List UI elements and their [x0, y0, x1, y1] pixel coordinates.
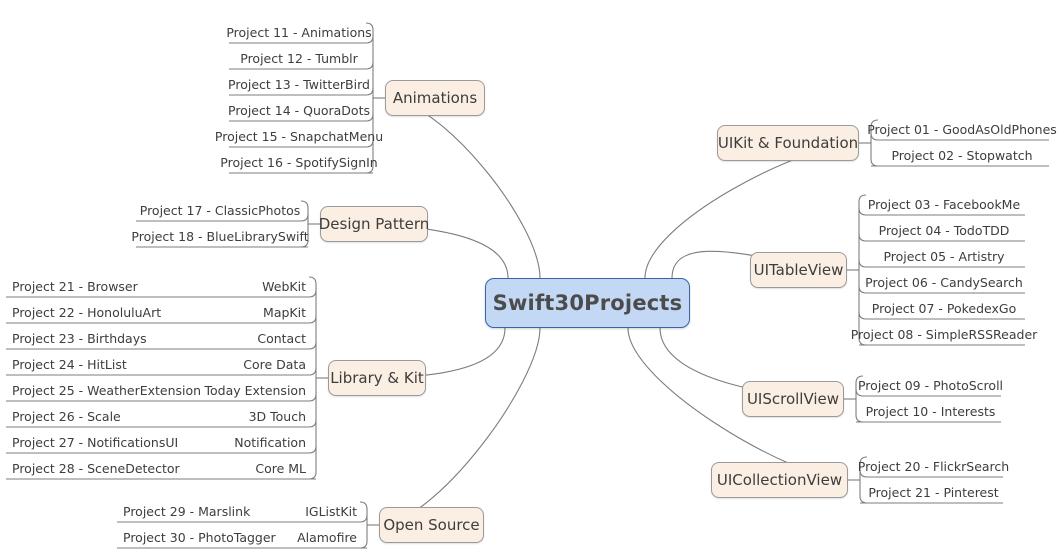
leaf-node[interactable]: Project 07 - PokedexGo [859, 296, 1025, 322]
leaf-framework-name: Core Data [243, 357, 306, 372]
branch-node-label: Design Pattern [318, 215, 430, 233]
leaf-project-name: Project 04 - TodoTDD [878, 223, 1010, 238]
leaf-node[interactable]: Project 04 - TodoTDD [859, 218, 1025, 244]
leaf-framework-name: WebKit [262, 279, 306, 294]
leaf-project-name: Project 09 - PhotoScroll [857, 378, 1004, 393]
leaf-node[interactable]: Project 08 - SimpleRSSReader [851, 322, 1038, 348]
leaf-node[interactable]: Project 17 - ClassicPhotos [136, 198, 308, 224]
leaf-framework-name: Core ML [255, 461, 306, 476]
leaf-node[interactable]: Project 14 - QuoraDots [228, 98, 373, 124]
leaf-node[interactable]: Project 21 - Pinterest [860, 480, 1003, 506]
leaf-project-name: Project 22 - HonoluluArt [12, 305, 162, 320]
branch-node-label: UITableView [753, 261, 844, 279]
branch-node-open-source[interactable]: Open Source [379, 507, 484, 543]
leaf-project-name: Project 24 - HitList [12, 357, 127, 372]
branch-node-label: UICollectionView [716, 471, 843, 489]
leaf-project-name: Project 10 - Interests [865, 404, 996, 419]
branch-node-animations[interactable]: Animations [385, 80, 485, 116]
leaf-node[interactable]: Project 21 - Browser WebKit [6, 274, 316, 300]
leaf-node[interactable]: Project 13 - TwitterBird [228, 72, 373, 98]
branch-node-design-pattern[interactable]: Design Pattern [318, 206, 430, 242]
leaf-node[interactable]: Project 02 - Stopwatch [871, 143, 1049, 169]
leaf-framework-name: IGListKit [305, 504, 357, 519]
center-node-label: Swift30Projects [492, 291, 683, 315]
leaf-node[interactable]: Project 05 - Artistry [859, 244, 1025, 270]
leaf-project-name: Project 12 - Tumblr [240, 51, 358, 66]
leaf-project-name: Project 07 - PokedexGo [871, 301, 1017, 316]
branch-node-library-and-kit[interactable]: Library & Kit [328, 360, 426, 396]
leaf-node[interactable]: Project 24 - HitList Core Data [6, 352, 316, 378]
leaf-node[interactable]: Project 03 - FacebookMe [859, 192, 1025, 218]
branch-node-uikit-and-foundation[interactable]: UIKit & Foundation [717, 125, 859, 161]
leaf-project-name: Project 13 - TwitterBird [228, 77, 370, 92]
leaf-project-name: Project 28 - SceneDetector [12, 461, 180, 476]
center-node[interactable]: Swift30Projects [485, 278, 690, 328]
branch-node-uitableview[interactable]: UITableView [750, 252, 847, 288]
leaf-framework-name: Alamofire [297, 530, 357, 545]
leaf-framework-name: MapKit [263, 305, 306, 320]
leaf-node[interactable]: Project 09 - PhotoScroll [856, 373, 1004, 399]
branch-node-label: Library & Kit [330, 369, 424, 387]
leaf-node[interactable]: Project 27 - NotificationsUI Notification [6, 430, 316, 456]
leaf-project-name: Project 21 - Browser [12, 279, 138, 294]
leaf-framework-name: Today Extension [204, 383, 307, 398]
leaf-node[interactable]: Project 20 - FlickrSearch [858, 454, 1009, 480]
leaf-project-name: Project 05 - Artistry [883, 249, 1005, 264]
leaf-project-name: Project 23 - Birthdays [12, 331, 147, 346]
leaf-node[interactable]: Project 16 - SpotifySignIn [220, 150, 377, 176]
branch-node-label: UIKit & Foundation [717, 134, 859, 152]
leaf-framework-name: Notification [234, 435, 306, 450]
leaf-project-name: Project 30 - PhotoTagger [123, 530, 276, 545]
leaf-project-name: Project 25 - WeatherExtension [12, 383, 202, 398]
branch-node-label: Animations [392, 89, 478, 107]
leaf-project-name: Project 08 - SimpleRSSReader [850, 327, 1038, 342]
leaf-project-name: Project 01 - GoodAsOldPhones [867, 122, 1057, 137]
leaf-node[interactable]: Project 18 - BlueLibrarySwift [131, 224, 308, 250]
leaf-framework-name: Contact [257, 331, 306, 346]
branch-node-uicollectionview[interactable]: UICollectionView [711, 462, 848, 498]
leaf-project-name: Project 02 - Stopwatch [891, 148, 1033, 163]
leaf-node[interactable]: Project 29 - Marslink IGListKit [117, 499, 367, 525]
leaf-project-name: Project 16 - SpotifySignIn [220, 155, 378, 170]
leaf-node[interactable]: Project 26 - Scale 3D Touch [6, 404, 316, 430]
leaf-project-name: Project 27 - NotificationsUI [12, 435, 179, 450]
leaf-project-name: Project 29 - Marslink [123, 504, 251, 519]
leaf-project-name: Project 03 - FacebookMe [867, 197, 1021, 212]
leaf-project-name: Project 06 - CandySearch [865, 275, 1023, 290]
leaf-project-name: Project 26 - Scale [12, 409, 121, 424]
leaf-project-name: Project 20 - FlickrSearch [857, 459, 1010, 474]
leaf-node[interactable]: Project 30 - PhotoTagger Alamofire [117, 525, 367, 551]
leaf-project-name: Project 11 - Animations [226, 25, 372, 40]
leaf-node[interactable]: Project 06 - CandySearch [859, 270, 1025, 296]
leaf-node[interactable]: Project 10 - Interests [856, 399, 1001, 425]
leaf-node[interactable]: Project 22 - HonoluluArt MapKit [6, 300, 316, 326]
leaf-project-name: Project 18 - BlueLibrarySwift [131, 229, 309, 244]
leaf-node[interactable]: Project 11 - Animations [226, 20, 373, 46]
leaf-node[interactable]: Project 12 - Tumblr [229, 46, 373, 72]
branch-node-uiscrollview[interactable]: UIScrollView [742, 381, 844, 417]
leaf-node[interactable]: Project 01 - GoodAsOldPhones [867, 117, 1057, 143]
leaf-node[interactable]: Project 28 - SceneDetector Core ML [6, 456, 316, 482]
leaf-node[interactable]: Project 15 - SnapchatMenu [215, 124, 383, 150]
leaf-project-name: Project 21 - Pinterest [868, 485, 999, 500]
leaf-project-name: Project 15 - SnapchatMenu [214, 129, 384, 144]
leaf-project-name: Project 14 - QuoraDots [228, 103, 370, 118]
leaf-node[interactable]: Project 23 - Birthdays Contact [6, 326, 316, 352]
branch-node-label: Open Source [383, 516, 480, 534]
leaf-project-name: Project 17 - ClassicPhotos [139, 203, 301, 218]
leaf-framework-name: 3D Touch [248, 409, 306, 424]
branch-node-label: UIScrollView [746, 390, 840, 408]
